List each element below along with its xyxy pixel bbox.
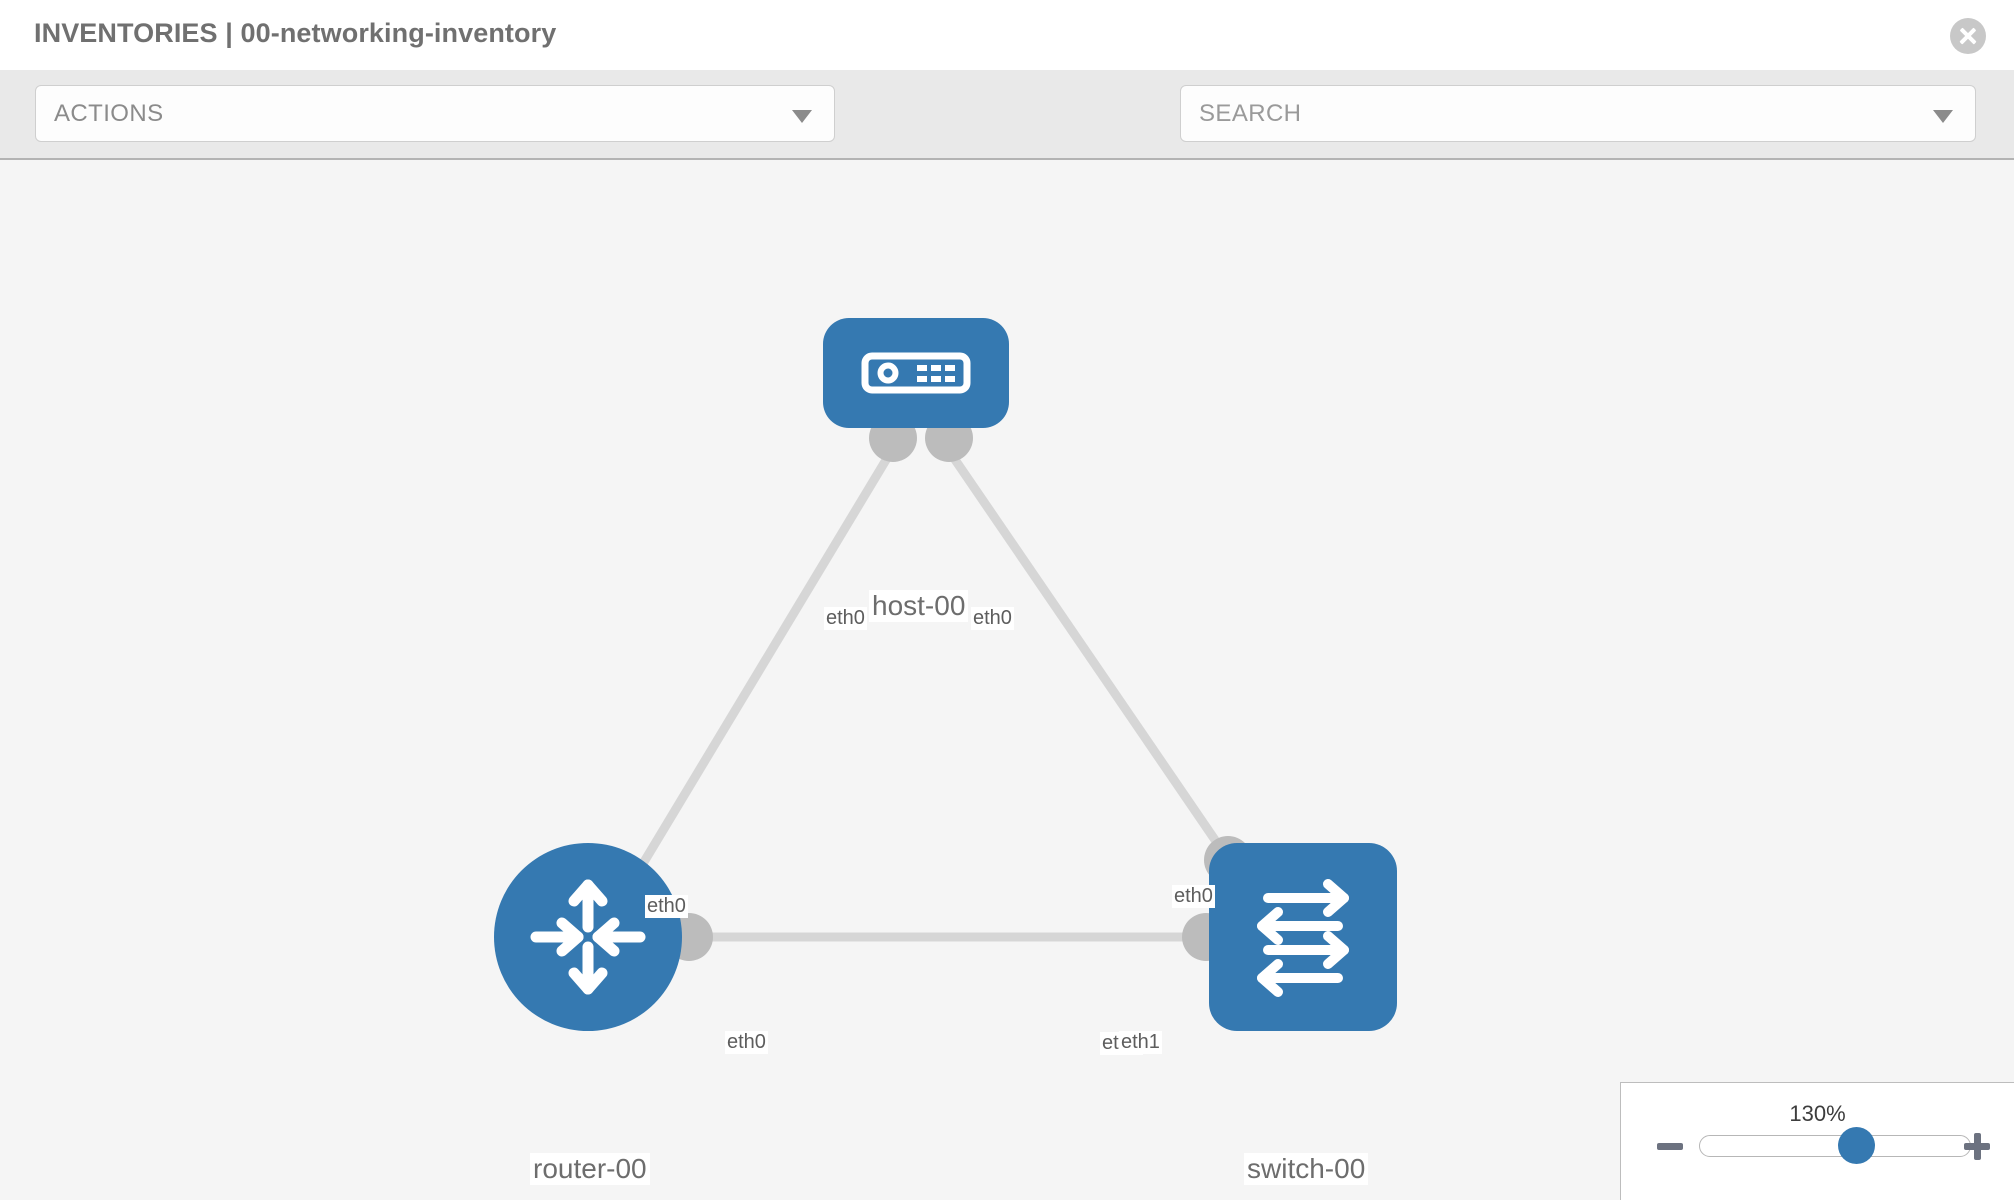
node-switch-00[interactable] — [1209, 843, 1397, 1031]
node-label-switch-00: switch-00 — [1244, 1153, 1369, 1185]
zoom-control-panel: 130% — [1620, 1082, 2014, 1200]
zoom-level-label: 130% — [1789, 1101, 1846, 1126]
topology-edges — [596, 442, 1284, 942]
zoom-slider-thumb[interactable] — [1838, 1127, 1876, 1164]
interface-label-switch-uplink: eth0 — [1172, 885, 1215, 908]
actions-dropdown[interactable]: ACTIONS — [35, 85, 835, 142]
node-router-00[interactable] — [494, 843, 682, 1031]
topology-graph — [596, 414, 1284, 961]
chevron-down-icon — [792, 110, 812, 123]
search-input[interactable]: SEARCH — [1180, 85, 1976, 142]
interface-label-switch-horizontal-over: eth1 — [1119, 1031, 1162, 1054]
topology-canvas[interactable]: host-00 router-00 switch-00 eth0 eth0 et… — [0, 160, 2014, 1200]
toolbar: ACTIONS SEARCH — [0, 70, 2014, 198]
interface-label-router-uplink: eth0 — [645, 895, 688, 918]
actions-dropdown-label: ACTIONS — [54, 100, 164, 127]
node-host-00[interactable] — [823, 318, 1009, 428]
interface-label-host-left: eth0 — [824, 607, 867, 630]
page-header: INVENTORIES | 00-networking-inventory — [0, 0, 2014, 70]
close-icon[interactable] — [1950, 18, 1986, 54]
node-label-router-00: router-00 — [530, 1153, 650, 1185]
chevron-down-icon — [1933, 110, 1953, 123]
search-input-placeholder: SEARCH — [1199, 100, 1302, 127]
zoom-in-button[interactable] — [1962, 1131, 1992, 1161]
interface-label-router-horizontal: eth0 — [725, 1031, 768, 1054]
node-label-host-00: host-00 — [869, 590, 969, 622]
interface-label-host-right: eth0 — [971, 607, 1014, 630]
minus-icon — [1657, 1143, 1683, 1150]
switch-arrows-icon — [1257, 879, 1349, 997]
page-title: INVENTORIES | 00-networking-inventory — [34, 18, 557, 48]
router-arrows-icon — [530, 879, 646, 995]
edge-router-host — [596, 442, 899, 938]
zoom-slider-track[interactable] — [1699, 1135, 1971, 1157]
plus-icon-vertical — [1973, 1133, 1981, 1160]
zoom-out-button[interactable] — [1655, 1131, 1685, 1161]
server-icon — [861, 352, 971, 394]
